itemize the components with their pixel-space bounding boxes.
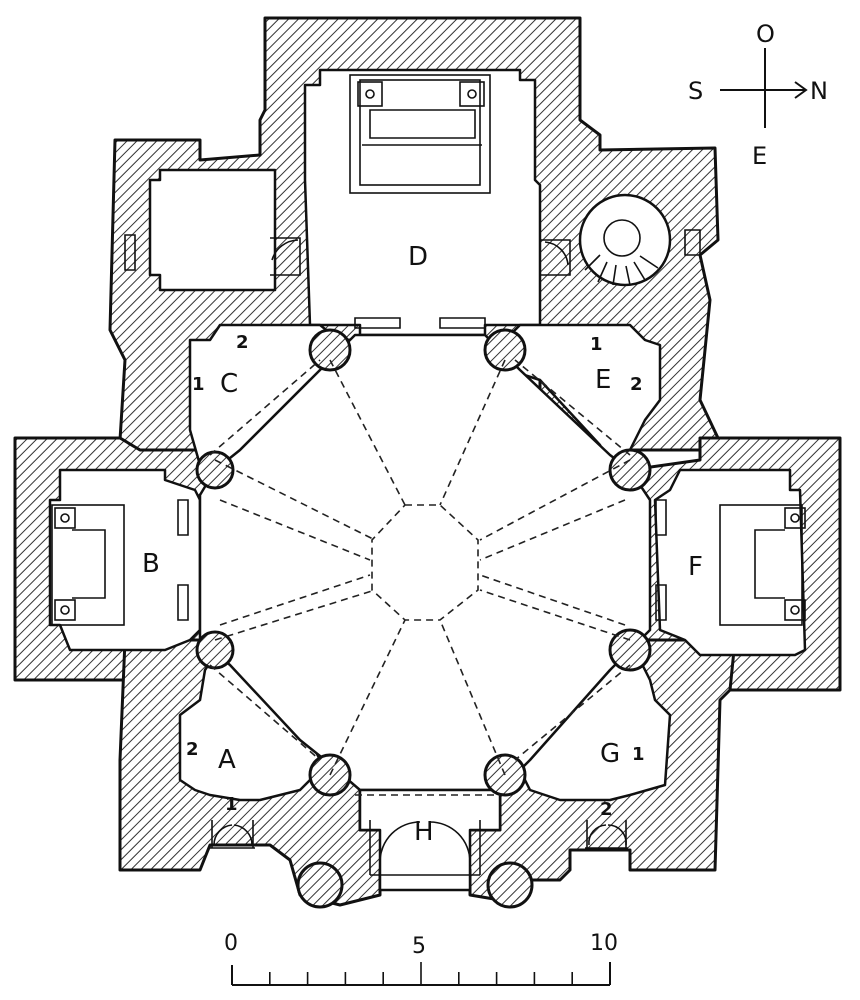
altar-b	[51, 504, 125, 626]
marker-c2: 2	[236, 332, 249, 353]
room-b	[48, 468, 202, 652]
pilaster-nw	[308, 328, 352, 372]
room-label-c: C	[220, 369, 238, 399]
room-label-f: F	[688, 552, 703, 582]
room-f	[653, 468, 807, 657]
scale-label-5: 5	[412, 934, 426, 959]
pilaster-w2	[195, 630, 235, 670]
compass: O S N E	[688, 20, 828, 170]
room-label-d: D	[408, 242, 428, 272]
room-label-b: B	[142, 549, 160, 579]
room-interiors	[48, 68, 807, 892]
pilaster-ne	[483, 328, 527, 372]
spiral-staircase	[578, 193, 672, 287]
marker-a2: 2	[186, 739, 199, 760]
pilaster-e1	[608, 448, 652, 492]
marker-c1: 1	[192, 374, 205, 395]
marker-a1: 1	[225, 794, 238, 815]
doorways	[124, 229, 701, 876]
pilaster-w1	[195, 450, 235, 490]
scale-label-10: 10	[590, 931, 618, 956]
markers: 1 2 1 2 1 2 1 2	[186, 332, 645, 820]
room-label-g: G	[600, 739, 620, 769]
compass-left: S	[688, 77, 703, 105]
marker-e1: 1	[590, 334, 603, 355]
room-small-west	[148, 168, 277, 292]
altar-d	[349, 74, 491, 194]
altar-f	[719, 504, 806, 626]
scale-label-0: 0	[224, 931, 238, 956]
compass-right: N	[810, 77, 828, 105]
room-label-a: A	[218, 745, 236, 775]
room-label-e: E	[595, 365, 611, 395]
compass-bottom: E	[752, 142, 767, 170]
room-label-h: H	[414, 817, 434, 847]
marker-g1: 1	[632, 744, 645, 765]
room-d	[303, 68, 542, 337]
central-octagon	[371, 504, 479, 621]
marker-g2: 2	[600, 799, 613, 820]
pilaster-h1	[296, 861, 344, 909]
pilaster-e2	[608, 628, 652, 672]
vault-ribs	[209, 359, 631, 796]
scale-bar: 0 5 10	[224, 931, 618, 986]
pilaster-h2	[486, 861, 534, 909]
marker-e2: 2	[630, 374, 643, 395]
compass-top: O	[756, 20, 775, 48]
room-labels: A B C D E F G H	[142, 242, 703, 847]
room-h	[358, 788, 502, 892]
